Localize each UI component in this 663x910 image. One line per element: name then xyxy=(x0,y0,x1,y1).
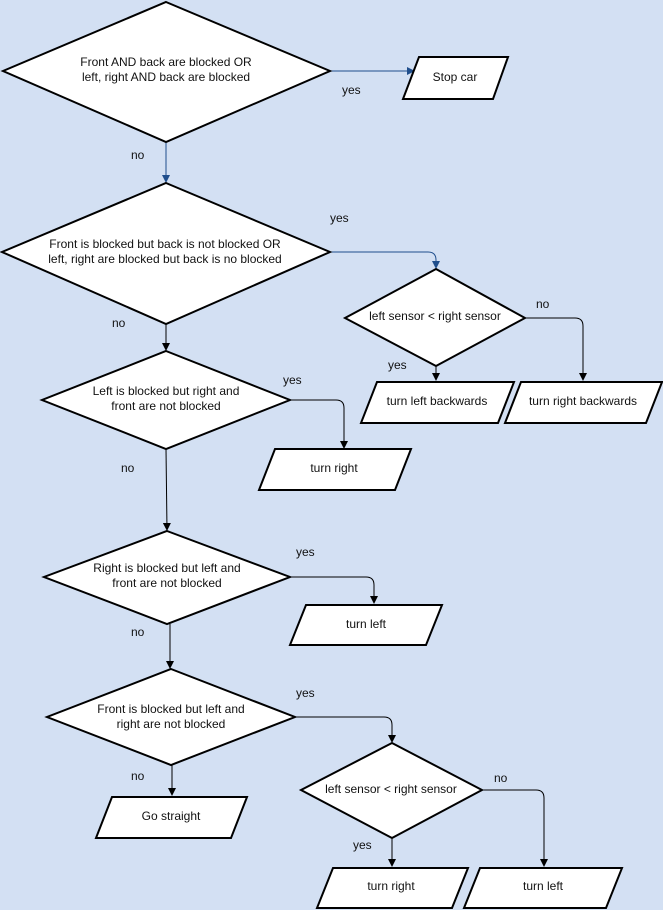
stop-car-label: Stop car xyxy=(433,70,478,84)
decision-1-line-1: Front AND back are blocked OR xyxy=(80,55,252,69)
output-turn-left-2[interactable]: turn left xyxy=(462,867,624,909)
output-turn-right-1[interactable]: turn right xyxy=(257,448,413,491)
edge-label-d4-no: no xyxy=(131,625,145,639)
edge-d2-yes-d2a xyxy=(330,251,440,269)
decision-5-line-1: Front is blocked but left and xyxy=(97,702,244,716)
go-straight-label: Go straight xyxy=(142,809,201,823)
turn-right-2-label: turn right xyxy=(367,879,415,893)
edge-label-d1-no: no xyxy=(131,148,145,162)
turn-right-1-label: turn right xyxy=(310,461,358,475)
output-turn-left-backwards[interactable]: turn left backwards xyxy=(359,381,516,424)
decision-1-line-2: left, right AND back are blocked xyxy=(82,70,250,84)
edge-label-d3-yes: yes xyxy=(283,373,302,387)
edge-label-d5-yes: yes xyxy=(296,686,315,700)
decision-2-line-1: Front is blocked but back is not blocked… xyxy=(49,237,281,251)
output-stop-car[interactable]: Stop car xyxy=(401,56,510,100)
decision-front-back-blocked[interactable]: Front AND back are blocked OR left, righ… xyxy=(0,0,333,144)
turn-right-backwards-label: turn right backwards xyxy=(529,394,637,408)
decision-3-line-1: Left is blocked but right and xyxy=(93,384,240,398)
output-turn-right-backwards[interactable]: turn right backwards xyxy=(503,381,663,424)
edge-label-d4-yes: yes xyxy=(296,545,315,559)
edge-label-d2a-no: no xyxy=(536,297,550,311)
turn-left-2-label: turn left xyxy=(523,879,564,893)
decision-front-blocked-back-clear[interactable]: Front is blocked but back is not blocked… xyxy=(0,181,333,326)
decision-2-line-2: left, right are blocked but back is no b… xyxy=(48,252,281,266)
edge-d3-no-d4 xyxy=(162,448,171,531)
edge-label-d2a-yes: yes xyxy=(388,358,407,372)
edge-label-d5-no: no xyxy=(131,769,145,783)
decision-4-line-2: front are not blocked xyxy=(112,576,221,590)
edge-d3-yes xyxy=(290,399,348,449)
decision-sensor-compare-2[interactable]: left sensor < right sensor xyxy=(298,741,485,840)
edge-label-d3-no: no xyxy=(121,461,135,475)
edge-label-d2-yes: yes xyxy=(330,211,349,225)
edge-d5a-no xyxy=(482,789,548,867)
output-turn-right-2[interactable]: turn right xyxy=(315,867,470,909)
turn-left-backwards-label: turn left backwards xyxy=(387,394,488,408)
decision-4-line-1: Right is blocked but left and xyxy=(93,561,240,575)
edge-d4-yes xyxy=(290,576,378,604)
edge-d5-yes-d5a xyxy=(295,716,396,743)
decision-2a-label: left sensor < right sensor xyxy=(369,309,501,323)
decision-left-blocked[interactable]: Left is blocked but right and front are … xyxy=(39,349,293,451)
output-turn-left-1[interactable]: turn left xyxy=(288,604,444,646)
edge-label-d5a-no: no xyxy=(494,771,508,785)
edge-label-d5a-yes: yes xyxy=(353,838,372,852)
edge-d2a-no xyxy=(525,317,587,381)
edge-label-d2-no: no xyxy=(112,316,126,330)
decision-front-blocked-sides-clear[interactable]: Front is blocked but left and right are … xyxy=(44,667,298,767)
decision-sensor-compare-1[interactable]: left sensor < right sensor xyxy=(342,267,528,368)
output-go-straight[interactable]: Go straight xyxy=(94,796,249,839)
turn-left-1-label: turn left xyxy=(346,617,387,631)
edge-label-d1-yes: yes xyxy=(342,83,361,97)
decision-right-blocked[interactable]: Right is blocked but left and front are … xyxy=(41,529,293,626)
decision-5a-label: left sensor < right sensor xyxy=(325,782,457,796)
decision-5-line-2: right are not blocked xyxy=(117,717,226,731)
decision-3-line-2: front are not blocked xyxy=(111,399,220,413)
